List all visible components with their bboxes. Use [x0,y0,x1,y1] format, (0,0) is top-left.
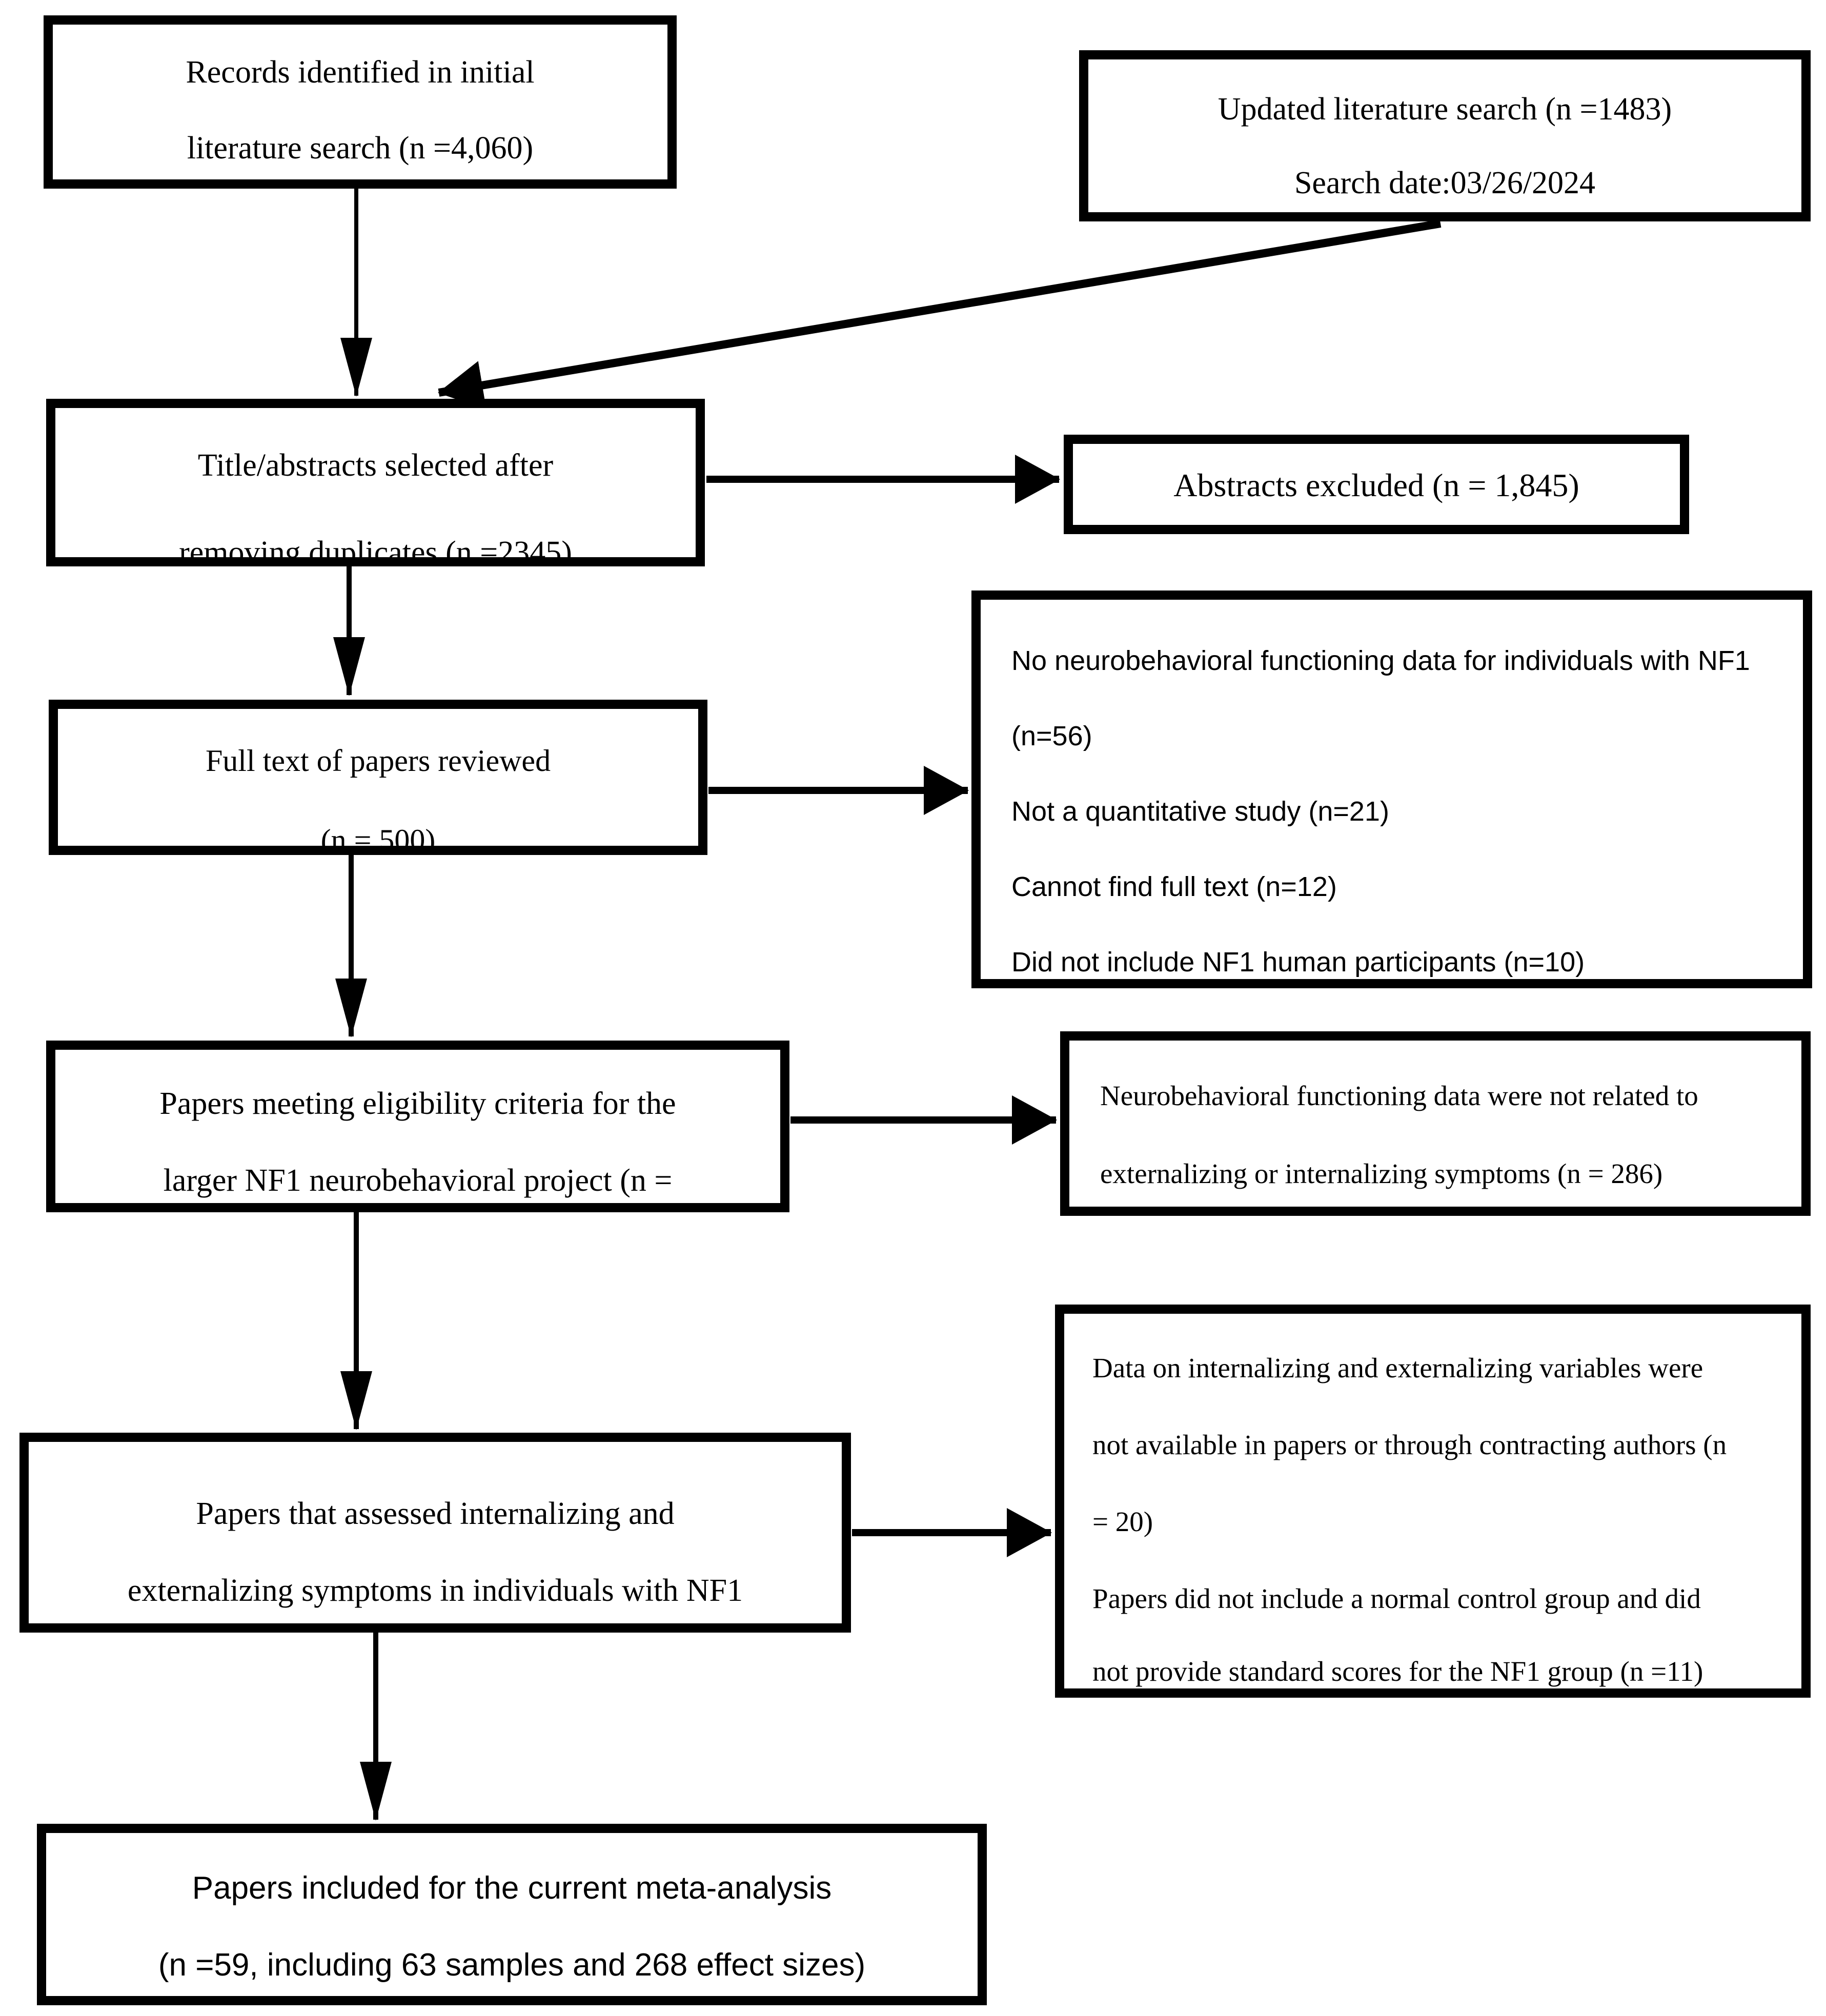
box-assessed-symptoms: Papers that assessed internalizing and e… [19,1433,851,1633]
box-updated-search: Updated literature search (n =1483) Sear… [1079,50,1811,221]
box-not-related-excluded: Neurobehavioral functioning data were no… [1060,1031,1811,1216]
box-line: Updated literature search (n =1483) [1218,92,1672,127]
box-data-unavailable-excluded: Data on internalizing and externalizing … [1055,1305,1811,1698]
box-line: Did not include NF1 human participants (… [1011,947,1585,978]
box-line: Records identified in initial [186,55,535,90]
box-eligibility-criteria: Papers meeting eligibility criteria for … [46,1041,789,1212]
box-title-abstracts-selected: Title/abstracts selected after removing … [46,399,705,566]
box-line: Search date:03/26/2024 [1294,166,1596,200]
box-line: not available in papers or through contr… [1092,1429,1727,1460]
box-line: Neurobehavioral functioning data were no… [1100,1080,1698,1111]
box-included-meta-analysis: Papers included for the current meta-ana… [37,1824,987,2005]
box-line: = 20) [1092,1506,1153,1537]
box-records-identified: Records identified in initial literature… [44,15,677,189]
box-line: No neurobehavioral functioning data for … [1011,645,1750,676]
box-line: larger NF1 neurobehavioral project (n = [163,1163,673,1198]
box-line: Abstracts excluded (n = 1,845) [1173,467,1579,503]
box-line: Not a quantitative study (n=21) [1011,796,1389,827]
box-line: Papers meeting eligibility criteria for … [159,1086,676,1121]
box-line: (n =59, including 63 samples and 268 eff… [158,1947,866,1983]
box-line: externalizing or internalizing symptoms … [1100,1158,1663,1189]
box-line: Papers included for the current meta-ana… [192,1870,832,1906]
arrow-updated-to-dedup [438,219,1442,410]
box-full-text-exclusion-reasons: No neurobehavioral functioning data for … [971,590,1812,988]
box-line: literature search (n =4,060) [187,131,534,166]
box-line: not provide standard scores for the NF1 … [1092,1656,1703,1687]
box-line: externalizing symptoms in individuals wi… [127,1573,743,1608]
box-line: (n=56) [1011,721,1092,751]
box-line: Full text of papers reviewed [205,744,551,778]
box-line: Papers did not include a normal control … [1092,1583,1701,1614]
box-line: (n = 500) [320,823,436,855]
box-line: removing duplicates (n =2345) [179,535,572,566]
box-full-text-reviewed: Full text of papers reviewed (n = 500) [49,700,707,855]
box-abstracts-excluded: Abstracts excluded (n = 1,845) [1064,435,1689,534]
box-line: Papers that assessed internalizing and [196,1496,675,1531]
box-line: Cannot find full text (n=12) [1011,871,1337,902]
box-line: Title/abstracts selected after [197,448,554,483]
box-line: Data on internalizing and externalizing … [1092,1352,1703,1383]
